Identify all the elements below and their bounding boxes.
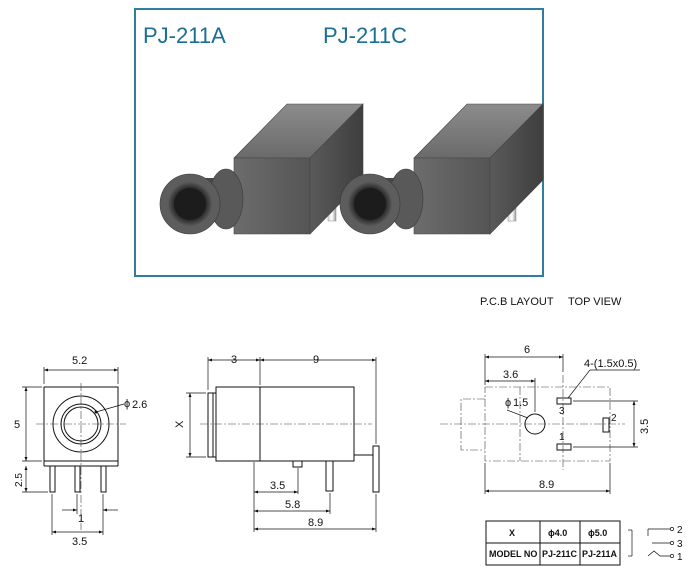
front-hole-phi: ϕ — [124, 398, 130, 410]
side-pin1-dim: 3.5 — [270, 480, 285, 492]
pin-schematic: 2 3 1 — [628, 525, 683, 563]
side-body-dim: 9 — [313, 354, 319, 366]
side-pin2-dim: 5.8 — [285, 499, 300, 511]
front-height-dim: 5 — [14, 419, 20, 431]
side-view: 3 9 X 3.5 5.8 8.9 — [174, 354, 380, 532]
pcb-length-dim: 8.9 — [539, 479, 554, 491]
schematic-pin-3: 3 — [677, 539, 683, 550]
pcb-hole-dim: 1.5 — [513, 397, 528, 409]
table-model-pj211c: PJ-211C — [542, 549, 578, 559]
front-pin-span-dim: 3.5 — [72, 536, 87, 548]
pcb-hole-pos-dim: 3.6 — [503, 369, 518, 381]
table-x-label: X — [509, 528, 515, 538]
side-sleeve-dim: 3 — [231, 354, 237, 366]
front-hole-dim: 2.6 — [132, 399, 147, 411]
table-col-40: ϕ4.0 — [548, 528, 567, 538]
pcb-pin-2: 2 — [611, 413, 617, 424]
schematic-pin-1: 1 — [677, 552, 683, 563]
top-view-label: TOP VIEW — [568, 296, 622, 308]
model-label-pj211c: PJ-211C — [323, 23, 407, 48]
front-pin-pitch-dim: 1 — [78, 513, 84, 525]
pcb-layout-view: 3 2 1 6 3.6 4-(1.5x0.5) ϕ 1.5 3.5 8.9 — [440, 344, 651, 494]
pcb-hole-phi: ϕ — [505, 397, 511, 409]
table-model-pj211a: PJ-211A — [582, 549, 618, 559]
model-table: X ϕ4.0 ϕ5.0 MODEL NO PJ-211C PJ-211A — [485, 520, 621, 566]
schematic-pin-2: 2 — [677, 525, 683, 536]
pcb-pin-3: 3 — [559, 406, 565, 417]
front-pin-length-dim: 2.5 — [14, 473, 25, 487]
table-col-50: ϕ5.0 — [588, 528, 607, 538]
front-view: 5.2 5 2.5 ϕ 2.6 1 3.5 — [14, 355, 147, 548]
front-width-dim: 5.2 — [72, 355, 87, 367]
pcb-pin-1: 1 — [559, 432, 565, 443]
pcb-width-dim: 6 — [524, 344, 530, 356]
table-model-label: MODEL NO — [489, 549, 537, 559]
side-height-x: X — [174, 420, 186, 428]
pcb-pitch-dim: 3.5 — [639, 419, 651, 434]
model-label-pj211a: PJ-211A — [143, 23, 226, 48]
pcb-slot-note: 4-(1.5x0.5) — [584, 358, 637, 370]
pcb-layout-label: P.C.B LAYOUT — [480, 296, 554, 308]
side-pin3-dim: 8.9 — [308, 517, 323, 529]
